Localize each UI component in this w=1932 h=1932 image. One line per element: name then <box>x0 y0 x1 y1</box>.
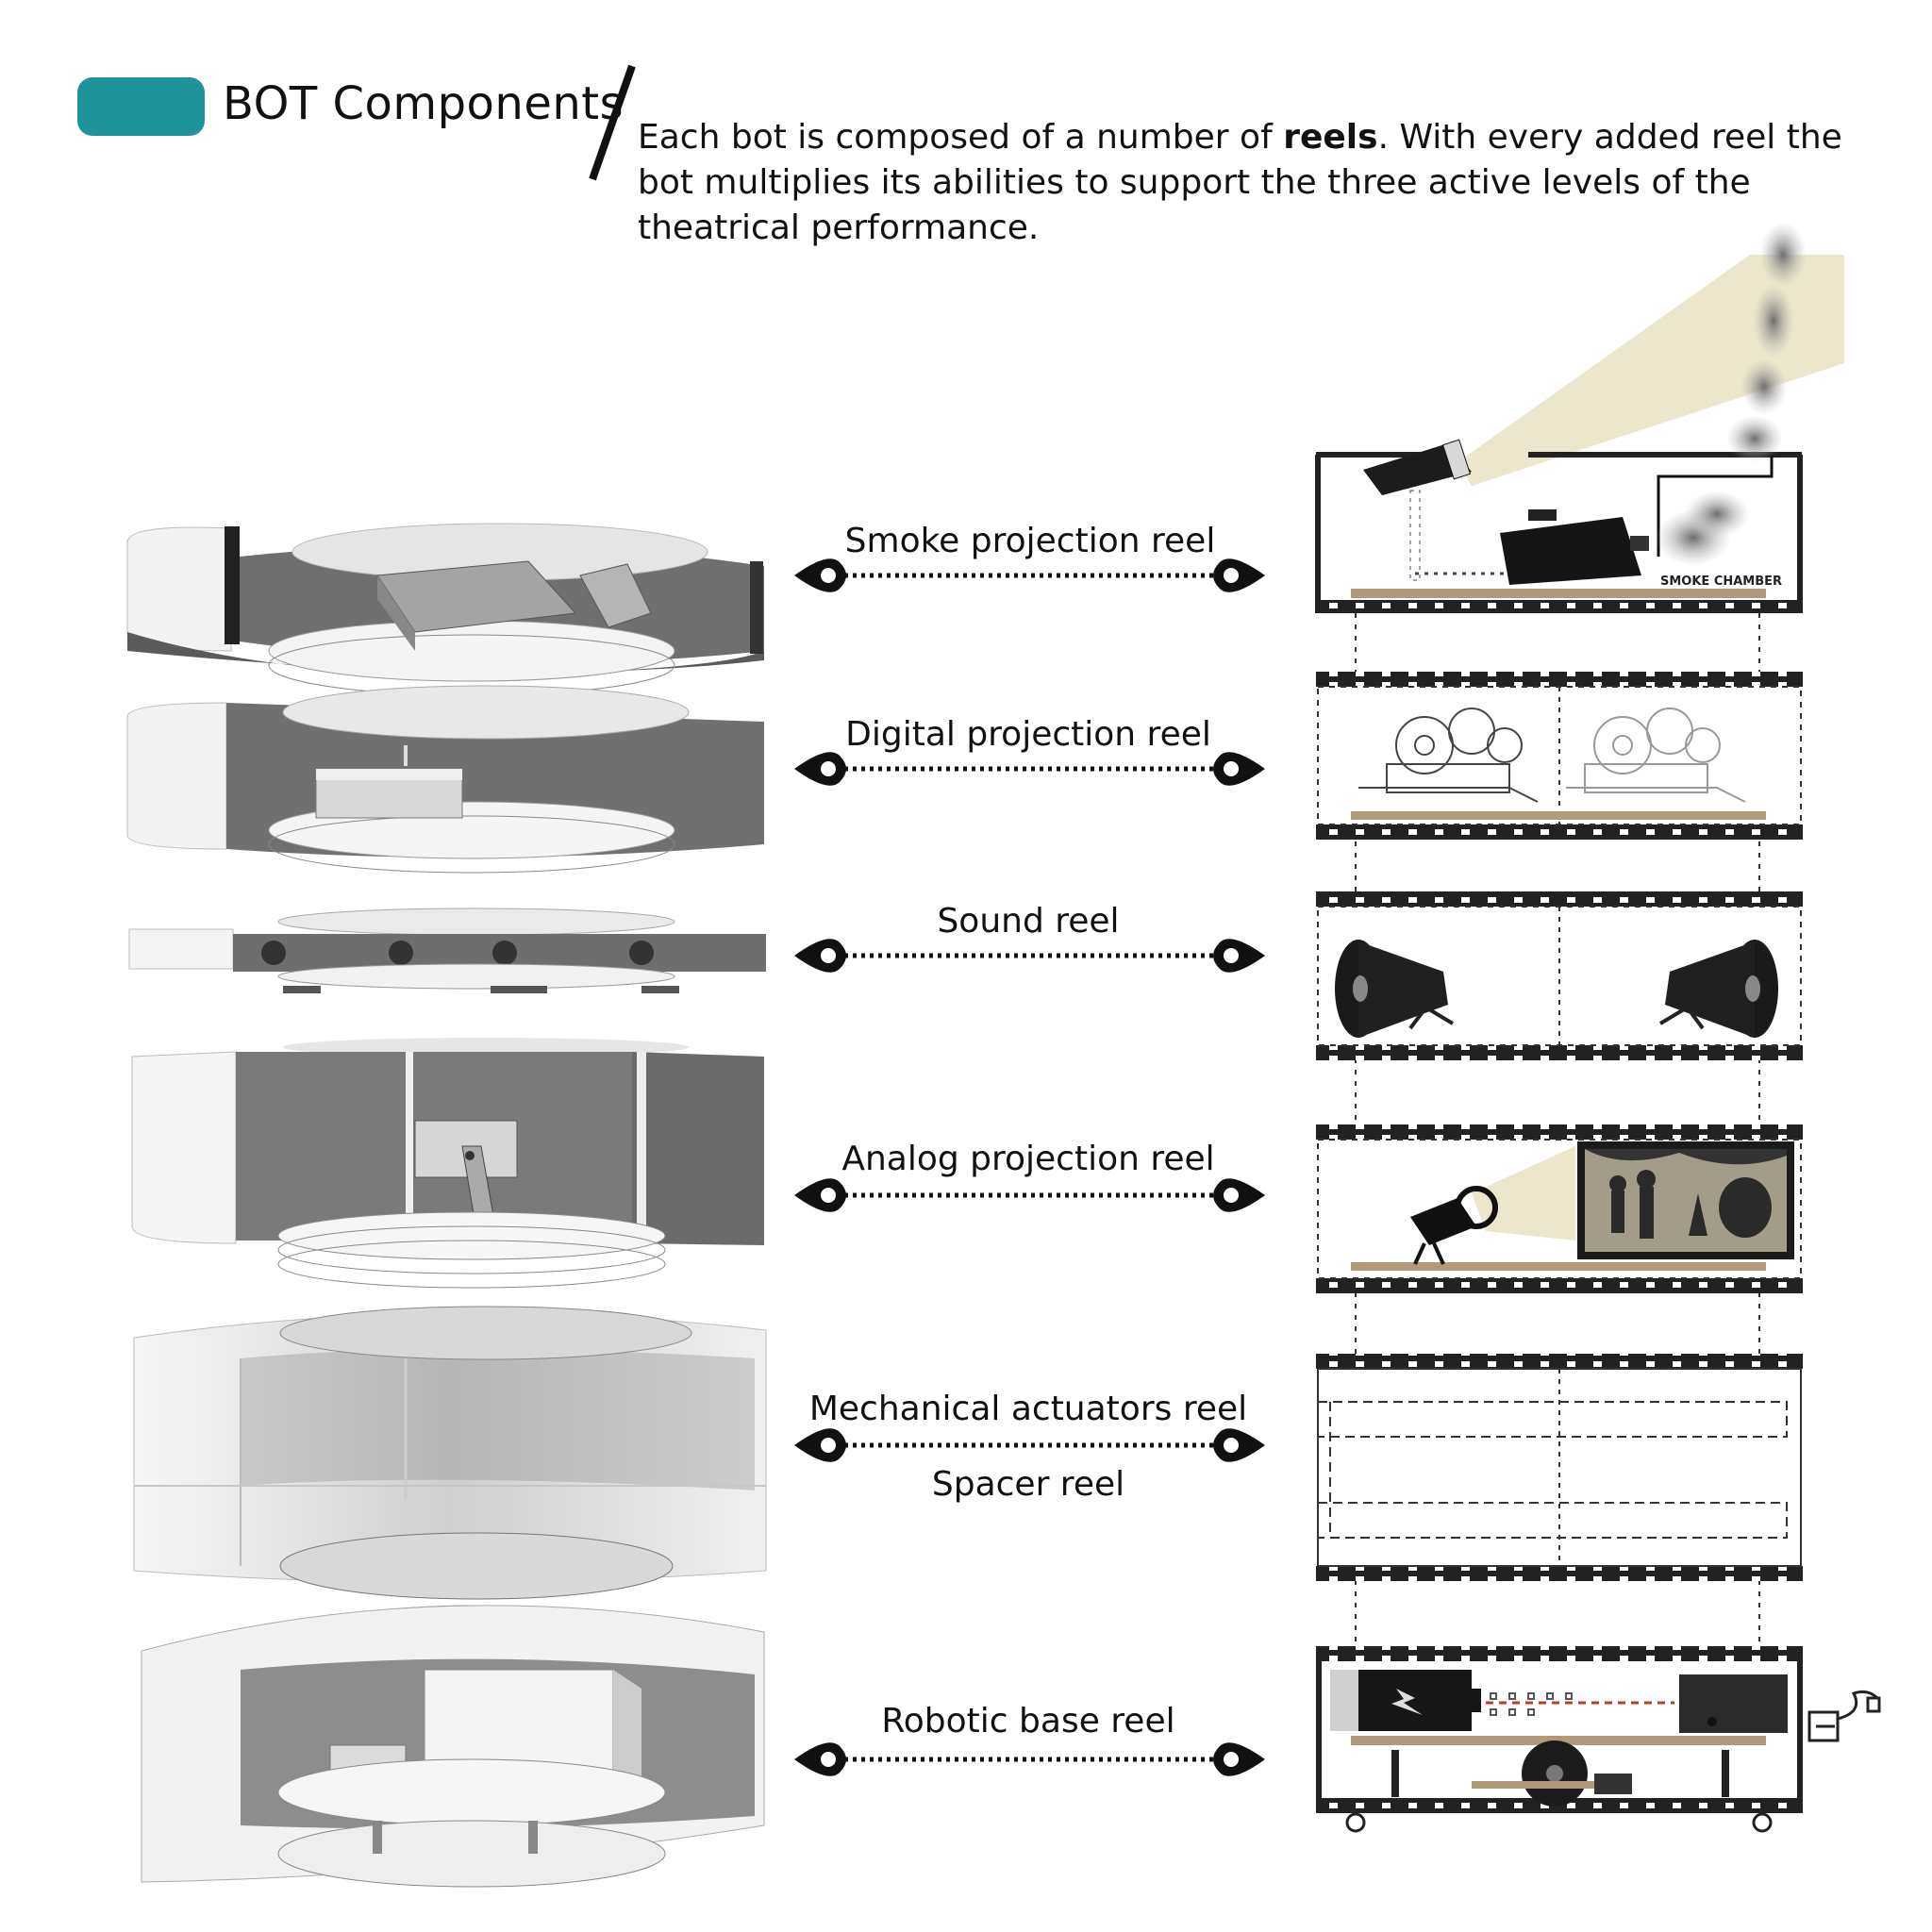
reel-label-analog: Analog projection reel <box>841 1140 1214 1178</box>
intro-text-bold: reels <box>1283 118 1378 157</box>
connector-endpoint-hole <box>1224 568 1239 583</box>
connector-endpoint-left <box>794 1178 846 1212</box>
connector-endpoint-right <box>1213 752 1265 786</box>
connector-endpoint-left <box>794 1428 846 1462</box>
connector-digital <box>794 752 1265 786</box>
reel-label-robotic-base: Robotic base reel <box>881 1702 1174 1740</box>
caster-wheels <box>1345 1812 1773 1833</box>
3d-smoke-reel <box>126 523 764 696</box>
power-plug-icon <box>1807 1690 1881 1742</box>
frame-link-dashes <box>1355 613 1760 1646</box>
connector-actuator-spacer <box>794 1428 1265 1462</box>
smoke-cloud <box>1656 222 1807 566</box>
connector-endpoint-right <box>1213 558 1265 592</box>
page-title: BOT Components <box>223 77 625 130</box>
connector-endpoint-hole <box>821 1438 836 1453</box>
reel-connectors <box>794 558 1265 1776</box>
silhouette-screen <box>1577 1141 1794 1259</box>
reel-label-digital: Digital projection reel <box>845 715 1211 754</box>
connector-endpoint-right <box>1213 1742 1265 1776</box>
reel-label-smoke: Smoke projection reel <box>845 522 1216 560</box>
connector-endpoint-hole <box>1224 761 1239 776</box>
speaker-icon-left <box>1335 940 1455 1038</box>
film-projector-icon-faded <box>1566 708 1746 803</box>
section-smoke-reel: SMOKE CHAMBER <box>1315 222 1844 613</box>
3d-robotic-base-reel <box>141 1532 765 1888</box>
control-unit-icon <box>1679 1674 1788 1733</box>
speaker-icon-right <box>1658 940 1778 1038</box>
connector-endpoint-hole <box>821 1752 836 1767</box>
projector-icon <box>1363 439 1472 495</box>
3d-actuator-spacer-reel <box>133 1306 767 1583</box>
section-sound-reel <box>1316 891 1803 1060</box>
connector-endpoint-hole <box>1224 1188 1239 1203</box>
connector-endpoint-left <box>794 1742 846 1776</box>
connector-endpoint-right <box>1213 1428 1265 1462</box>
smoke-chamber-label: SMOKE CHAMBER <box>1660 575 1782 589</box>
stack-3d-model <box>126 523 767 1888</box>
intro-text-part1: Each bot is composed of a number of <box>638 118 1284 157</box>
connector-endpoint-left <box>794 752 846 786</box>
connector-robotic-base <box>794 1742 1265 1776</box>
connector-endpoint-hole <box>1224 1752 1239 1767</box>
section-diagrams: SMOKE CHAMBER <box>1315 222 1881 1833</box>
intro-text: Each bot is composed of a number of reel… <box>638 115 1864 251</box>
3d-sound-reel <box>128 908 766 993</box>
spotlight-icon <box>1410 1186 1498 1265</box>
3d-analog-reel <box>131 1038 764 1289</box>
reel-label-sound: Sound reel <box>937 902 1119 941</box>
wheel-icon <box>1472 1740 1632 1807</box>
connector-endpoint-right <box>1213 1178 1265 1212</box>
intro-text-part2: . With every added reel the bot multipli… <box>638 118 1842 247</box>
battery-icon <box>1330 1670 1481 1731</box>
connector-endpoint-hole <box>821 948 836 963</box>
section-actuator-spacer-reel <box>1316 1354 1803 1581</box>
connector-endpoint-left <box>794 558 846 592</box>
section-analog-reel <box>1316 1124 1803 1293</box>
title-divider-slash <box>589 64 636 181</box>
reel-label-mechanical: Mechanical actuators reel <box>809 1390 1247 1428</box>
connector-endpoint-hole <box>821 568 836 583</box>
projection-beam <box>1457 255 1844 486</box>
smoke-machine-icon <box>1500 509 1649 585</box>
analog-beam <box>1472 1146 1575 1241</box>
connector-sound <box>794 939 1265 973</box>
connector-endpoint-hole <box>1224 948 1239 963</box>
section-digital-reel <box>1316 672 1803 840</box>
reel-label-spacer: Spacer reel <box>932 1465 1124 1504</box>
section-robotic-base-reel <box>1316 1646 1881 1833</box>
connector-endpoint-left <box>794 939 846 973</box>
connector-endpoint-right <box>1213 939 1265 973</box>
circuit-dots <box>1490 1692 1573 1716</box>
connector-endpoint-hole <box>1224 1438 1239 1453</box>
connector-endpoint-hole <box>821 1188 836 1203</box>
connector-endpoint-hole <box>821 761 836 776</box>
film-projector-icon <box>1358 708 1539 803</box>
connector-smoke <box>794 558 1265 592</box>
connector-analog <box>794 1178 1265 1212</box>
header-badge <box>77 77 205 136</box>
3d-digital-reel <box>126 685 764 874</box>
